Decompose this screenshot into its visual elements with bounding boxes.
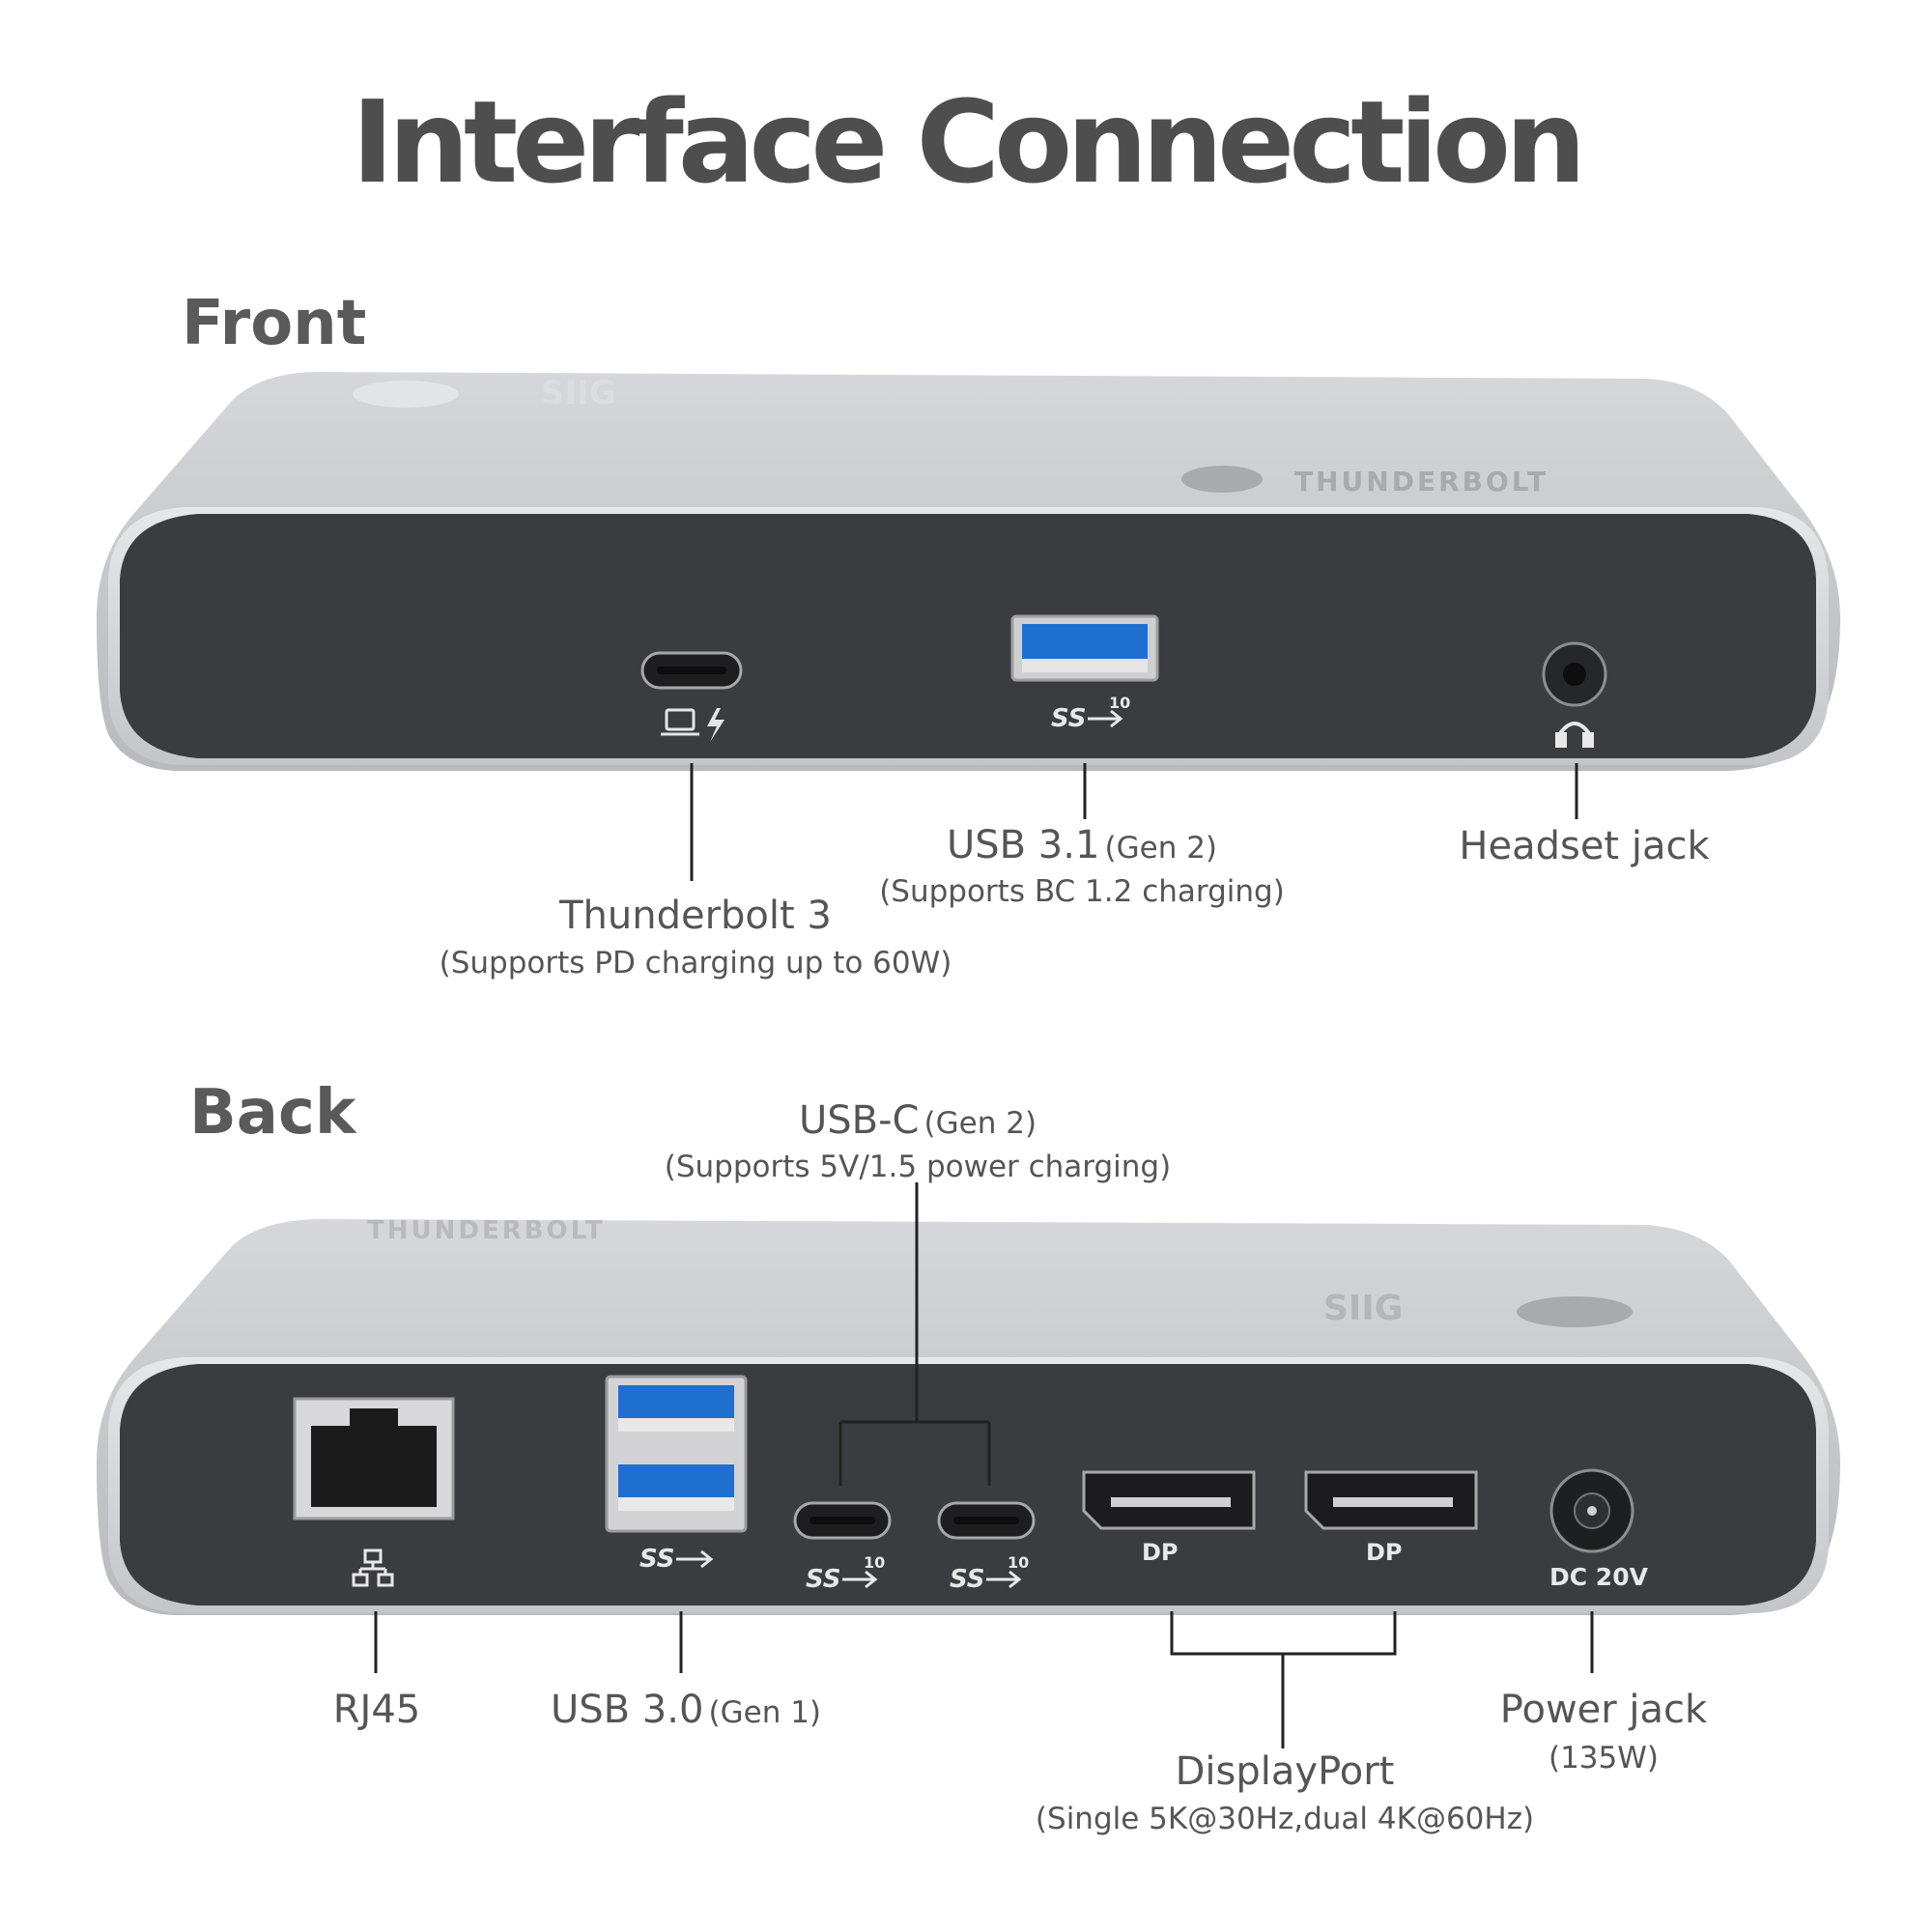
headphones-icon (1555, 722, 1594, 748)
front-panel-face (120, 514, 1816, 758)
usb31-label-gen: (Gen 2) (1104, 831, 1218, 866)
svg-text:SS: SS (950, 1565, 985, 1594)
thunderbolt-text: THUNDERBOLT (1294, 466, 1548, 497)
headset-label: Headset jack (1381, 827, 1787, 866)
power-label: Power jack (1449, 1690, 1758, 1729)
power-label-main: Power jack (1499, 1688, 1708, 1732)
usbc-sub: (Supports 5V/1.5 power charging) (628, 1152, 1208, 1182)
svg-text:10: 10 (864, 1553, 885, 1572)
usb30-label: USB 3.0 (Gen 1) (502, 1690, 869, 1729)
laptop-icon (661, 708, 699, 736)
lightning-icon (707, 708, 724, 742)
svg-text:SIIG: SIIG (1323, 1289, 1403, 1328)
dp-label-2: DP (1366, 1539, 1403, 1566)
usb31-label-main: USB 3.1 (946, 823, 1100, 867)
thunderbolt-label: Thunderbolt 3 (502, 896, 889, 935)
svg-text:10: 10 (1008, 1553, 1029, 1572)
front-section-label: Front (182, 288, 367, 359)
usb31-label-sub: (Supports BC 1.2 charging) (879, 874, 1285, 909)
brand-logo-ghost (353, 381, 459, 408)
thunderbolt-label-main: Thunderbolt 3 (559, 894, 832, 938)
svg-text:SS: SS (639, 1545, 675, 1574)
power-sub: (135W) (1507, 1744, 1700, 1774)
brand-text-ghost: SIIG (541, 374, 616, 412)
svg-text:10: 10 (1109, 694, 1130, 712)
back-device: SIIG THUNDERBOLT SS SS 10 S (97, 1216, 1840, 1615)
displayport-label-main: DisplayPort (1175, 1749, 1395, 1794)
rj45-label: RJ45 (280, 1690, 473, 1729)
leader-lines (374, 763, 1594, 1748)
page-title: Interface Connection (351, 75, 1586, 209)
svg-text:THUNDERBOLT: THUNDERBOLT (367, 1216, 606, 1245)
thunderbolt-label-sub: (Supports PD charging up to 60W) (439, 946, 952, 980)
usbc-label-main: USB-C (798, 1098, 920, 1143)
usbc-label: USB-C (Gen 2) (686, 1101, 1150, 1140)
usb30-label-main: USB 3.0 (550, 1688, 704, 1732)
thunderbolt-sub: (Supports PD charging up to 60W) (406, 949, 985, 979)
power-label-sub: (135W) (1548, 1741, 1659, 1776)
displayport-sub: (Single 5K@30Hz,dual 4K@60Hz) (995, 1804, 1575, 1834)
usb31-sub: (Supports BC 1.2 charging) (811, 877, 1352, 907)
back-panel-face (120, 1364, 1816, 1605)
superspeed-usb-icon: SS 10 (1051, 694, 1130, 733)
usbc-label-sub: (Supports 5V/1.5 power charging) (664, 1150, 1172, 1184)
dp-label-1: DP (1142, 1539, 1179, 1566)
front-device: SIIG THUNDERBOLT SS 10 (97, 372, 1840, 771)
svg-text:SS: SS (806, 1565, 841, 1594)
displayport-label: DisplayPort (1092, 1752, 1478, 1791)
dc-label: DC 20V (1549, 1563, 1648, 1591)
usb30-label-gen: (Gen 1) (708, 1695, 822, 1730)
headset-label-main: Headset jack (1459, 824, 1710, 868)
back-section-label: Back (189, 1077, 356, 1149)
network-icon (352, 1548, 394, 1587)
usbc-label-gen: (Gen 2) (923, 1106, 1037, 1141)
usb31-label: USB 3.1 (Gen 2) (850, 826, 1314, 865)
rj45-label-main: RJ45 (332, 1688, 421, 1732)
displayport-label-sub: (Single 5K@30Hz,dual 4K@60Hz) (1035, 1802, 1535, 1836)
thunderbolt-logo (1181, 466, 1263, 493)
svg-text:SS: SS (1051, 704, 1087, 733)
